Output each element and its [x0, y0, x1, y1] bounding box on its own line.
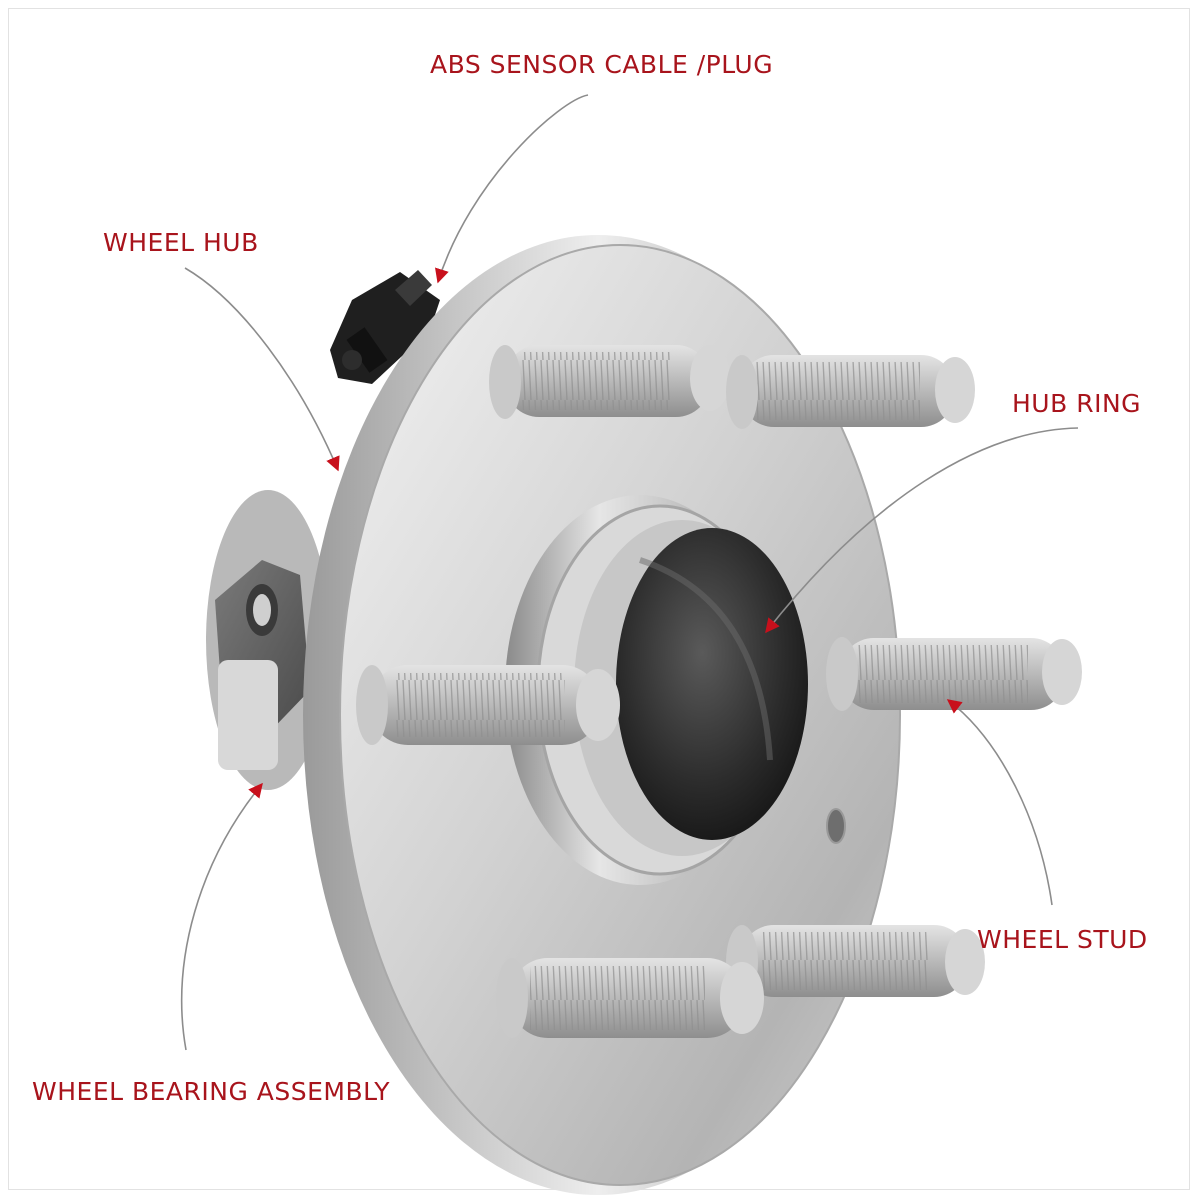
callout-wheel-hub: WHEEL HUB [103, 228, 259, 257]
leader-lines [180, 94, 1079, 1051]
leader-abs-sensor [435, 94, 589, 284]
callout-abs-sensor-cable-plug: ABS SENSOR CABLE /PLUG [430, 50, 774, 79]
callout-wheel-stud: WHEEL STUD [977, 925, 1148, 954]
leader-hub-ring [765, 427, 1079, 634]
wheel-stud-bottom [496, 958, 764, 1038]
leader-bearing-assembly [180, 782, 263, 1051]
abs-sensor-plug [330, 270, 440, 384]
callout-hub-ring: HUB RING [1012, 389, 1142, 418]
wheel-stud-top-right [726, 355, 975, 429]
wheel-stud-bottom-right [726, 925, 985, 999]
callout-wheel-bearing-assembly: WHEEL BEARING ASSEMBLY [32, 1077, 391, 1106]
leader-wheel-stud [946, 699, 1053, 906]
leader-wheel-hub [184, 267, 340, 472]
flange-hole [826, 808, 846, 844]
wheel-stud-top-left [489, 345, 730, 419]
bearing-assembly-body [206, 490, 330, 790]
wheel-stud-right [826, 637, 1082, 711]
wheel-stud-left [356, 665, 620, 745]
